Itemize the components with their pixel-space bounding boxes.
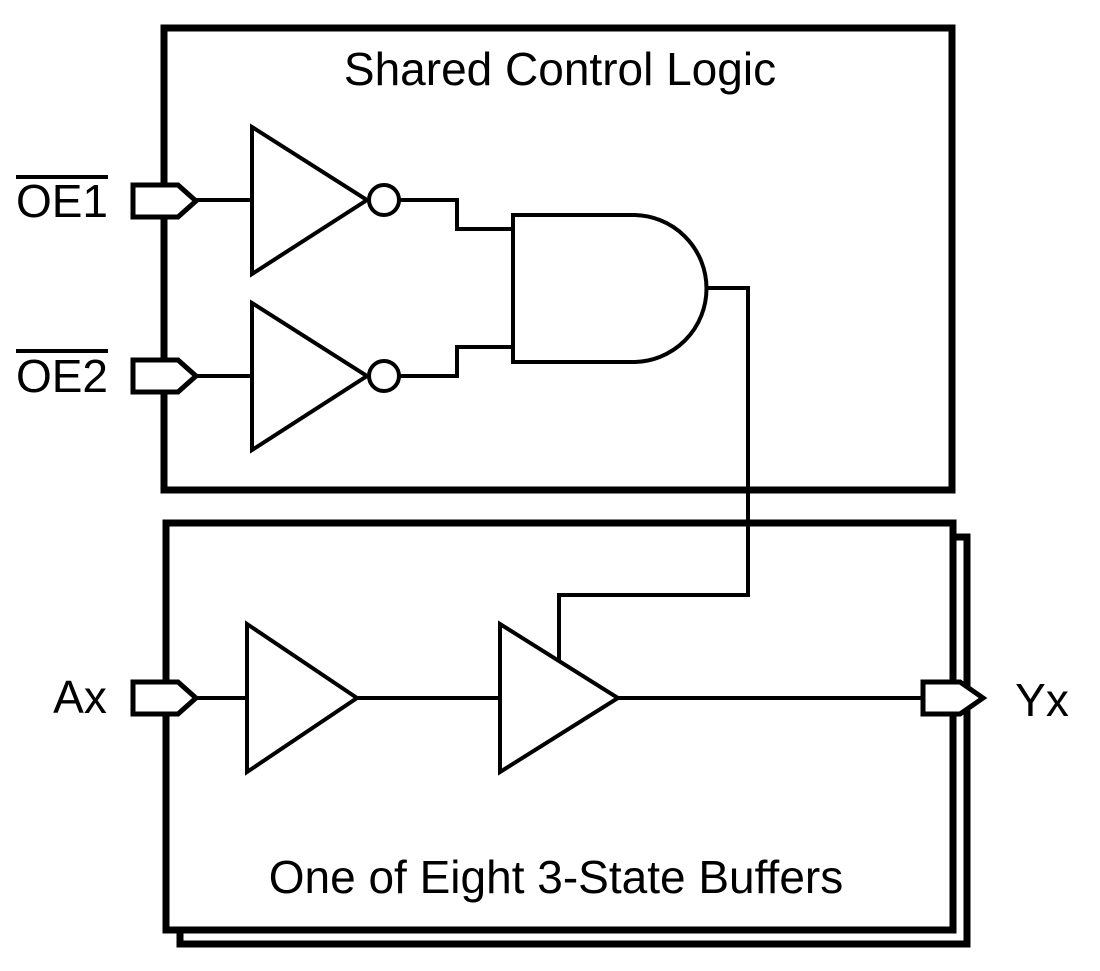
oe2-label: OE2 [16, 350, 108, 402]
and-output-enable-wire [557, 286, 750, 662]
buffer-block-title: One of Eight 3-State Buffers [269, 851, 843, 903]
three-state-buffer-gate [498, 620, 622, 776]
yx-label: Yx [1015, 674, 1069, 726]
input-buffer-gate [245, 620, 361, 776]
and-gate [511, 213, 709, 364]
control-block-title: Shared Control Logic [344, 43, 776, 95]
wires [196, 198, 925, 700]
yx-pin-icon [920, 679, 988, 717]
oe1-inverter-output-wire [399, 198, 513, 231]
annotations: Shared Control Logic One of Eight 3-Stat… [16, 43, 1069, 903]
oe2-inverter-output-wire [399, 345, 513, 378]
oe1-inverter-bubble-icon [367, 183, 401, 217]
gates [245, 123, 709, 776]
oe1-label: OE1 [16, 175, 108, 227]
port-pins [130, 182, 988, 717]
oe2-inverter-bubble-icon [367, 359, 401, 393]
overbars [16, 175, 108, 353]
oe1-pin-icon [130, 182, 200, 220]
oe2-inverter-gate [250, 299, 371, 454]
oe2-pin-icon [130, 357, 200, 395]
ax-label: Ax [53, 671, 107, 723]
ax-pin-icon [130, 679, 200, 717]
oe1-inverter-gate [250, 123, 371, 278]
